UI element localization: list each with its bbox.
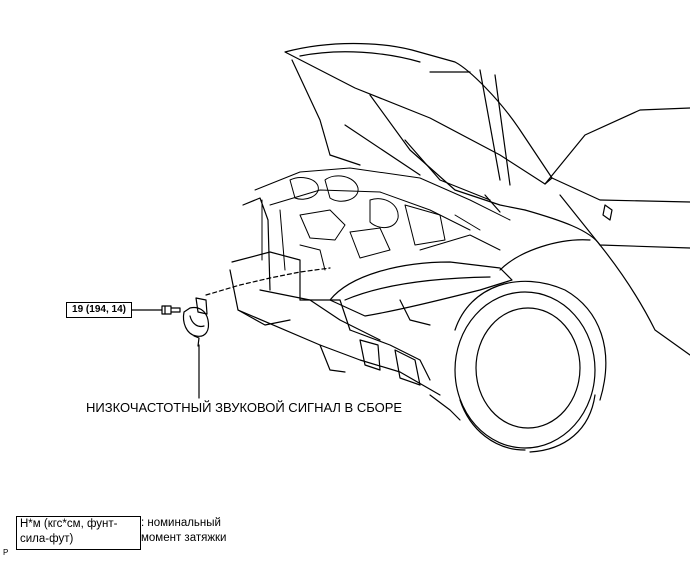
front-wheel <box>454 280 607 453</box>
installation-line <box>205 267 331 296</box>
legend-desc-line1: : номинальный <box>141 517 221 529</box>
legend-description: : номинальный момент затяжки <box>141 516 226 546</box>
page-mark: P <box>3 548 9 557</box>
vehicle-body <box>499 107 690 356</box>
horn-assembly <box>182 297 210 347</box>
legend-unit-line1: Н*м (кгс*см, фунт- <box>20 518 118 530</box>
legend-unit-box: Н*м (кгс*см, фунт- сила-фут) <box>16 516 141 550</box>
engine-bay <box>254 167 511 271</box>
torque-callout: 19 (194, 14) <box>66 302 132 318</box>
legend-desc-line2: момент затяжки <box>141 532 227 544</box>
bolt <box>161 305 181 315</box>
part-label: НИЗКОЧАСТОТНЫЙ ЗВУКОВОЙ СИГНАЛ В СБОРЕ <box>86 400 403 415</box>
headlamp <box>329 261 513 326</box>
front-bumper <box>229 197 461 421</box>
open-hood <box>284 42 553 213</box>
legend-unit-line2: сила-фут) <box>20 533 74 545</box>
